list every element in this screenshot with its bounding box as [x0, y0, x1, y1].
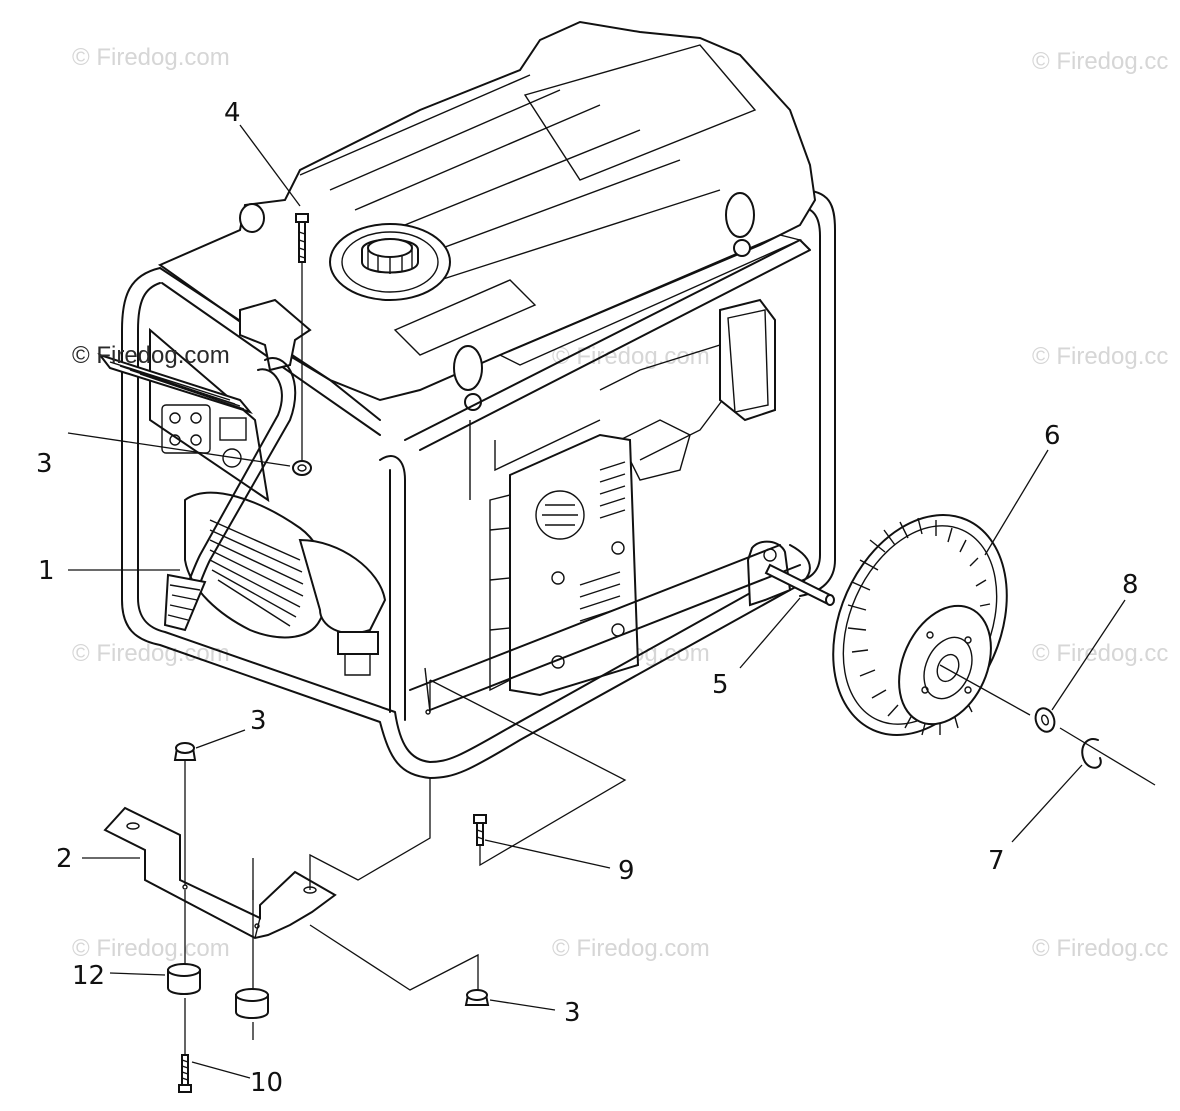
frame-base-rail: [409, 544, 801, 711]
muffler-cover: [489, 433, 640, 697]
fuel-cap: [329, 223, 451, 301]
callout-10: 10: [250, 1068, 284, 1098]
handle-grip: [163, 573, 207, 632]
callout-1: 1: [38, 556, 55, 586]
leader-4: [239, 124, 301, 207]
leader-7: [1011, 764, 1083, 843]
tank-ribs: [299, 74, 721, 281]
axle-part-5: [764, 563, 835, 606]
tank-mount: [239, 203, 265, 233]
nut-part-3-upper: [292, 460, 312, 476]
bolt-part-10: [178, 1054, 192, 1093]
watermark: © Firedog.com: [552, 935, 710, 962]
leader-6: [984, 449, 1049, 556]
callout-5: 5: [712, 670, 729, 700]
assembly-guide-line: [309, 924, 479, 991]
leader-10: [191, 1061, 251, 1079]
callout-3: 3: [36, 449, 53, 479]
washer-part-8: [1034, 707, 1056, 733]
tank-bolt: [733, 239, 751, 257]
tank-mount: [725, 192, 755, 238]
leader-8: [1051, 599, 1126, 711]
nut-part-3-lower: [464, 989, 490, 1006]
watermark: © Firedog.cc: [1032, 640, 1169, 667]
frame-mid-upright: [379, 455, 406, 721]
alternator-cover: [184, 491, 387, 676]
tank-label-small: [393, 279, 537, 356]
frame-top-rail: [404, 239, 811, 451]
generator-assembly: [97, 20, 836, 779]
retaining-ring-part-7: [1081, 738, 1102, 769]
mounting-bracket-part-2: [103, 806, 337, 940]
fuel-tank: [157, 20, 817, 402]
leader-3c: [489, 999, 556, 1011]
watermark: © Firedog.cc: [1032, 48, 1169, 75]
callout-4: 4: [224, 98, 241, 128]
watermark: © Firedog.com: [72, 935, 230, 962]
callout-9: 9: [618, 856, 635, 886]
bolt-part-9: [473, 814, 487, 846]
callout-7: 7: [988, 846, 1005, 876]
centerline: [184, 890, 254, 1055]
watermark: © Firedog.cc: [1032, 343, 1169, 370]
callout-6: 6: [1044, 421, 1061, 451]
callout-2: 2: [56, 844, 73, 874]
assembly-guide-line: [309, 778, 431, 890]
bolt-part-4: [295, 213, 309, 263]
nut-part-3-left: [173, 742, 197, 761]
watermark-overlay: © Firedog.com: [72, 342, 230, 369]
watermark: © Firedog.com: [72, 44, 230, 71]
handle-bracket: [239, 298, 312, 372]
frame-front-tube-inner: [137, 282, 771, 763]
frame-rear-upright: [799, 189, 836, 597]
leader-12: [109, 972, 166, 976]
control-panel: [97, 327, 270, 503]
axle-centerline: [939, 664, 1031, 716]
callout-8: 8: [1122, 570, 1139, 600]
wheel-part-6: [832, 514, 1008, 736]
axle-centerline: [1059, 727, 1156, 786]
rubber-mount: [235, 988, 269, 1019]
leader-9: [484, 839, 611, 869]
leader-3b: [195, 729, 246, 749]
rubber-mount-part-12: [167, 963, 201, 995]
handle-grip-texture: [167, 584, 201, 621]
assembly-guide-line: [429, 679, 627, 867]
callout-12: 12: [72, 961, 106, 991]
callout-3: 3: [564, 998, 581, 1028]
watermark: © Firedog.cc: [1032, 935, 1169, 962]
tank-mount: [453, 345, 483, 391]
tank-label-panel: [523, 44, 757, 181]
air-cleaner-inner: [727, 309, 769, 413]
leader-3a: [67, 432, 291, 467]
mount-hole-guide: [424, 667, 431, 713]
carburetor: [619, 419, 691, 481]
leader-5: [739, 597, 801, 669]
callout-3: 3: [250, 706, 267, 736]
frame-rear-upright-inner: [789, 204, 821, 585]
